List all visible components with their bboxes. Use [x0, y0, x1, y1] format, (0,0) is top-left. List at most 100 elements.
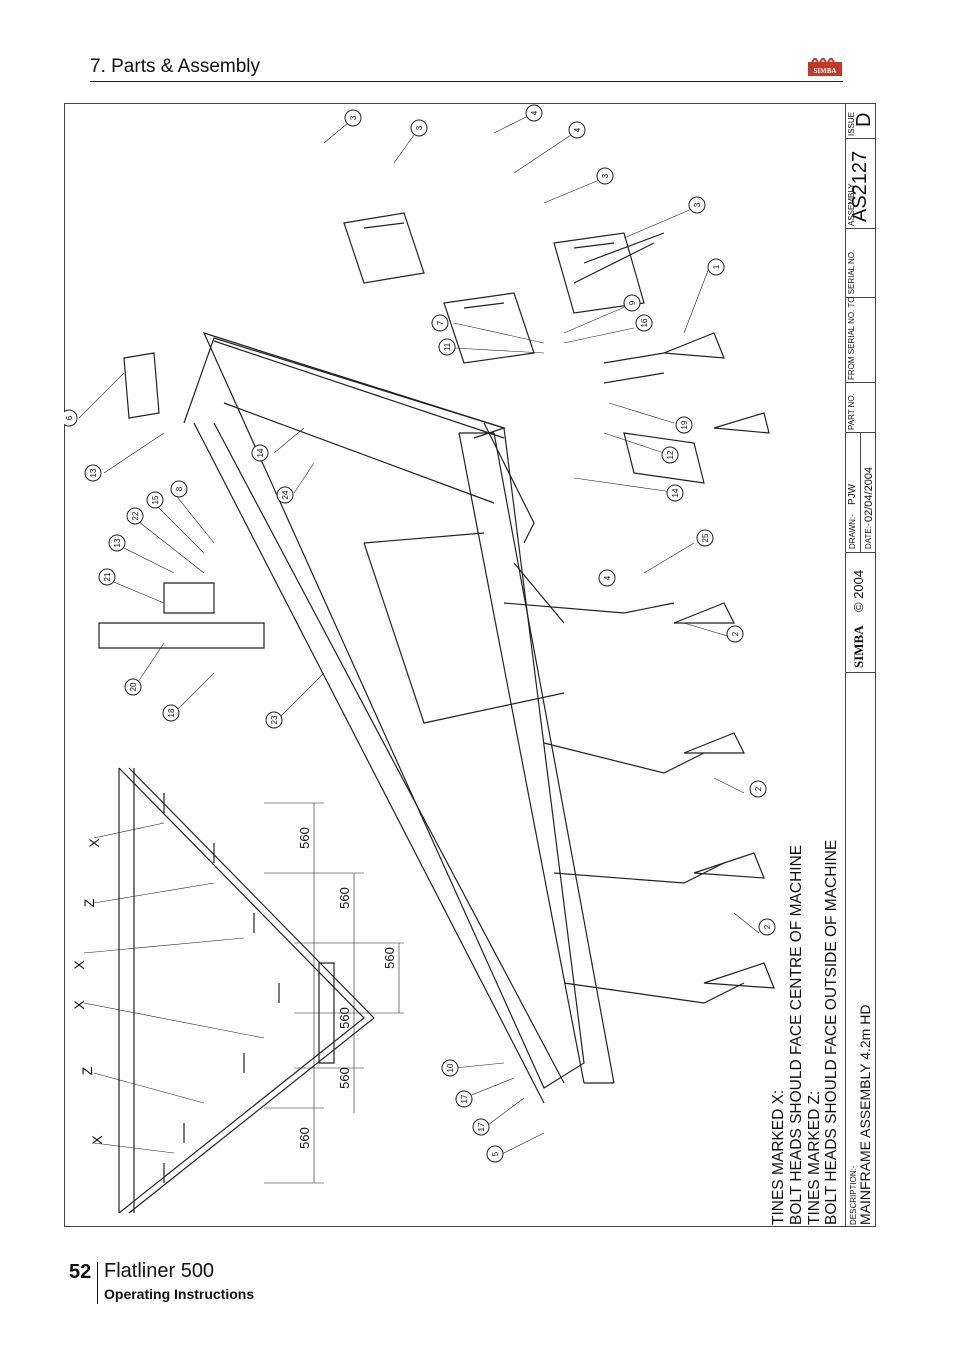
balloon-4: 4 — [525, 104, 543, 122]
balloon-24: 24 — [276, 486, 294, 504]
balloon-10: 10 — [441, 1059, 459, 1077]
assembly-notes: TINES MARKED X: BOLT HEADS SHOULD FACE C… — [770, 840, 841, 1225]
description-value: MAINFRAME ASSEMBLY 4.2m HD — [857, 1004, 873, 1225]
balloon-3: 3 — [596, 167, 614, 185]
svg-text:22: 22 — [131, 511, 140, 520]
svg-text:14: 14 — [256, 448, 265, 457]
balloon-4: 4 — [568, 121, 586, 139]
note-line: BOLT HEADS SHOULD FACE CENTRE OF MACHINE — [787, 844, 805, 1225]
part-no-label: PART NO. — [847, 393, 856, 430]
simba-logo-icon: SIMBA — [808, 58, 842, 76]
dimension-label: 560 — [337, 1067, 352, 1089]
balloon-6: 6 — [64, 409, 78, 427]
balloon-17: 17 — [455, 1090, 473, 1108]
svg-text:18: 18 — [167, 708, 176, 717]
balloon-2: 2 — [758, 918, 776, 936]
svg-text:3: 3 — [601, 173, 610, 178]
tine-mark: X — [89, 1135, 105, 1145]
section-title: 7. Parts & Assembly — [90, 56, 261, 77]
drawing-frame — [64, 103, 876, 1227]
balloon-1: 1 — [707, 258, 725, 276]
svg-text:2: 2 — [763, 924, 772, 929]
balloon-14: 14 — [251, 444, 269, 462]
title-block-divider — [845, 552, 876, 553]
svg-text:17: 17 — [460, 1094, 469, 1103]
svg-text:23: 23 — [270, 715, 279, 724]
serial-label: FROM SERIAL NO. TO SERIAL NO. — [847, 249, 856, 380]
balloon-15: 15 — [146, 491, 164, 509]
balloon-25: 25 — [696, 529, 714, 547]
svg-text:17: 17 — [477, 1122, 486, 1131]
dimension-label: 560 — [382, 947, 397, 969]
title-block-divider — [845, 228, 876, 229]
svg-text:8: 8 — [175, 486, 184, 491]
balloon-22: 22 — [126, 507, 144, 525]
svg-text:13: 13 — [113, 538, 122, 547]
title-block-divider — [860, 432, 861, 552]
balloon-12: 12 — [661, 446, 679, 464]
title-block-divider — [845, 672, 876, 673]
title-block-divider — [845, 138, 876, 139]
balloon-13: 13 — [108, 534, 126, 552]
svg-text:2: 2 — [731, 631, 740, 636]
balloon-7: 7 — [431, 314, 449, 332]
tine-leg — [503, 602, 745, 1004]
tine-mark: Z — [81, 898, 97, 907]
dimension-label: 560 — [297, 1127, 312, 1149]
svg-text:25: 25 — [701, 533, 710, 542]
svg-text:14: 14 — [671, 488, 680, 497]
page-number: 52 — [69, 1261, 92, 1283]
footer-divider — [97, 1262, 98, 1304]
svg-text:4: 4 — [603, 575, 612, 580]
svg-text:2: 2 — [754, 786, 763, 791]
logo-text: SIMBA — [814, 67, 837, 75]
dimension-label: 560 — [337, 887, 352, 909]
balloon-2: 2 — [749, 780, 767, 798]
note-line: TINES MARKED Z: — [805, 1090, 823, 1225]
balloon-14: 14 — [666, 484, 684, 502]
date-value: 02/04/2004 — [863, 466, 875, 522]
balloon-19: 19 — [675, 416, 693, 434]
svg-text:20: 20 — [129, 682, 138, 691]
balloon-3: 3 — [344, 109, 362, 127]
issue-letter: D — [853, 112, 875, 127]
balloon-17: 17 — [472, 1118, 490, 1136]
svg-text:10: 10 — [446, 1063, 455, 1072]
drawbar-tube — [98, 622, 265, 649]
tine-share — [663, 332, 775, 989]
svg-text:12: 12 — [666, 450, 675, 459]
svg-text:6: 6 — [65, 415, 74, 420]
dimension-label: 560 — [297, 827, 312, 849]
plan-view-frame — [118, 767, 365, 1214]
note-line: TINES MARKED X: — [770, 1089, 787, 1225]
balloon-2: 2 — [726, 625, 744, 643]
svg-text:11: 11 — [443, 342, 452, 351]
svg-text:4: 4 — [573, 127, 582, 132]
svg-text:4: 4 — [530, 110, 539, 115]
svg-text:21: 21 — [103, 572, 112, 581]
svg-text:1: 1 — [712, 264, 721, 269]
svg-text:16: 16 — [640, 318, 649, 327]
svg-text:5: 5 — [491, 1151, 500, 1156]
svg-text:3: 3 — [349, 115, 358, 120]
tine-mark: X — [71, 1000, 87, 1010]
balloon-21: 21 — [98, 568, 116, 586]
tine-mark: X — [71, 960, 87, 970]
drawn-by: PJW — [847, 483, 858, 505]
balloon-23: 23 — [265, 711, 283, 729]
dimension-label: 560 — [337, 1007, 352, 1029]
balloon-16: 16 — [635, 314, 653, 332]
tine-mark: Z — [79, 1066, 95, 1075]
balloon-20: 20 — [124, 678, 142, 696]
balloon-5: 5 — [486, 1145, 504, 1163]
svg-text:13: 13 — [89, 468, 98, 477]
svg-text:19: 19 — [680, 420, 689, 429]
date-label: DATE:- — [864, 523, 873, 549]
balloon-8: 8 — [170, 480, 188, 498]
copyright: © 2004 — [851, 569, 866, 612]
balloon-3: 3 — [688, 196, 706, 214]
assembly-number: AS2127 — [849, 150, 871, 222]
product-name: Flatliner 500 — [104, 1260, 215, 1282]
svg-text:15: 15 — [151, 495, 160, 504]
drawn-label: DRAWN:- — [848, 514, 857, 549]
